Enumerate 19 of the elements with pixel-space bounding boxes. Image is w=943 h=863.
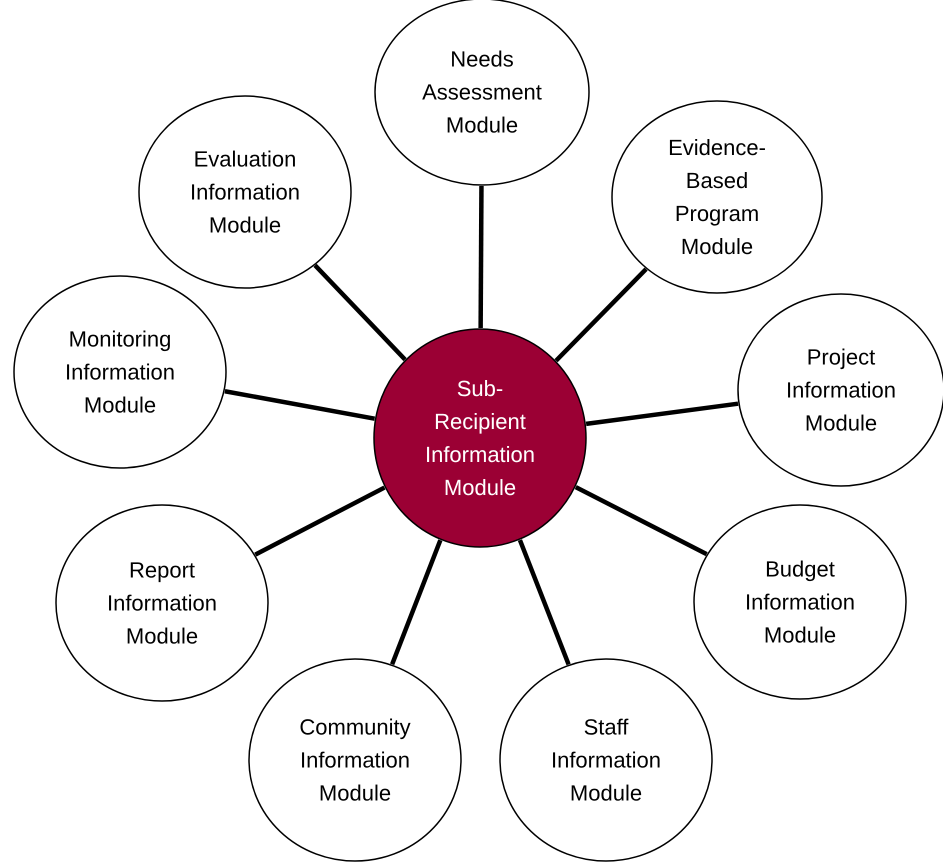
module-label: Report Information Module	[106, 556, 218, 650]
connector-line	[224, 389, 376, 421]
connector-line	[390, 539, 442, 666]
module-label: Staff Information Module	[550, 714, 662, 808]
connector-line	[574, 485, 708, 556]
module-label: Sub-Recipient Information Module	[424, 375, 536, 502]
module-label: Community Information Module	[298, 714, 412, 808]
module-label: Needs Assessment Module	[421, 46, 543, 140]
connector-line	[554, 268, 648, 362]
module-label: Project Information Module	[784, 344, 898, 438]
connector-line	[518, 539, 571, 666]
connector-line	[478, 186, 484, 328]
module-label: Monitoring Information Module	[64, 326, 176, 420]
connector-line	[313, 264, 407, 362]
connector-line	[586, 401, 738, 426]
module-label: Evidence-Based Program Module	[667, 134, 767, 261]
module-label: Budget Information Module	[744, 556, 856, 650]
module-label: Evaluation Information Module	[188, 146, 302, 240]
connector-line	[254, 486, 386, 557]
